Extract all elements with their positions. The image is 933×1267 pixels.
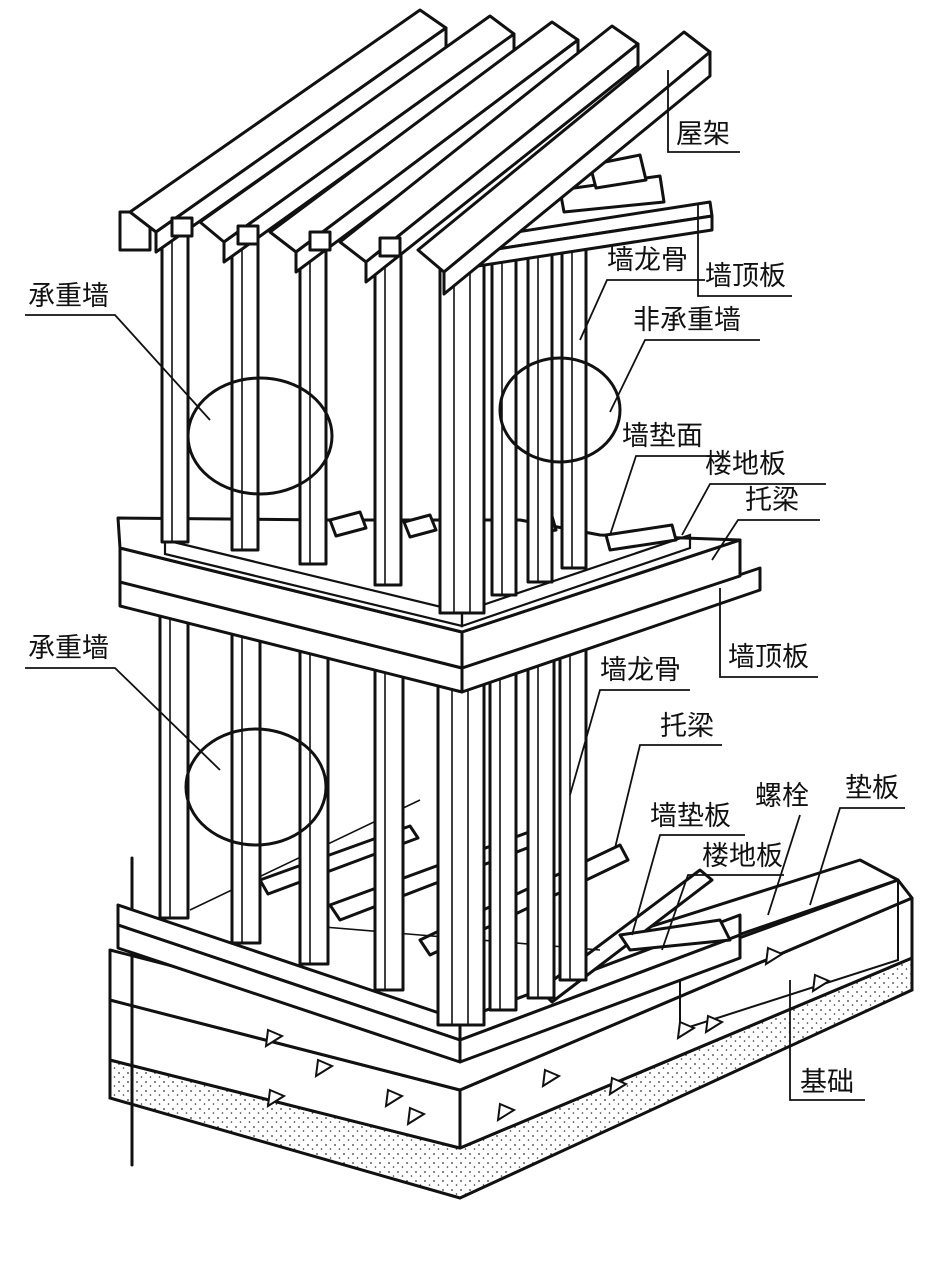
leader-lines xyxy=(25,70,905,1101)
label-top-plate-lower: 墙顶板 xyxy=(728,642,809,673)
lower-studs-left xyxy=(158,608,405,992)
label-foundation: 基础 xyxy=(800,1067,854,1098)
label-load-bearing-wall-upper: 承重墙 xyxy=(28,281,109,312)
label-sill-plate: 墙垫板 xyxy=(650,801,731,832)
upper-studs-right xyxy=(438,236,588,615)
label-stud-lower: 墙龙骨 xyxy=(600,655,681,686)
label-load-bearing-wall-lower: 承重墙 xyxy=(28,633,109,664)
label-stud-upper: 墙龙骨 xyxy=(607,245,688,276)
upper-right-wall-highlight-circle xyxy=(498,356,622,464)
upper-top-plate xyxy=(118,153,714,270)
label-floor-upper: 楼地板 xyxy=(705,449,786,480)
lower-studs-right xyxy=(436,648,588,1027)
lower-wall-highlight-circle xyxy=(184,727,328,847)
label-joist-upper: 托梁 xyxy=(745,485,799,516)
label-base-plate: 垫板 xyxy=(845,773,899,804)
label-floor-lower: 楼地板 xyxy=(702,841,783,872)
label-top-plate-upper: 墙顶板 xyxy=(705,261,786,292)
label-non-load-bearing-wall: 非承重墙 xyxy=(633,305,741,336)
upper-left-wall-highlight-circle xyxy=(186,376,334,496)
label-roof-truss: 屋架 xyxy=(676,119,730,150)
label-anchor-bolt: 螺栓 xyxy=(755,781,809,812)
roof-rafters xyxy=(128,8,712,296)
foundation-block xyxy=(108,858,914,1200)
label-joist-lower: 托梁 xyxy=(660,711,714,742)
label-sole-plate-surface: 墙垫面 xyxy=(622,421,703,452)
